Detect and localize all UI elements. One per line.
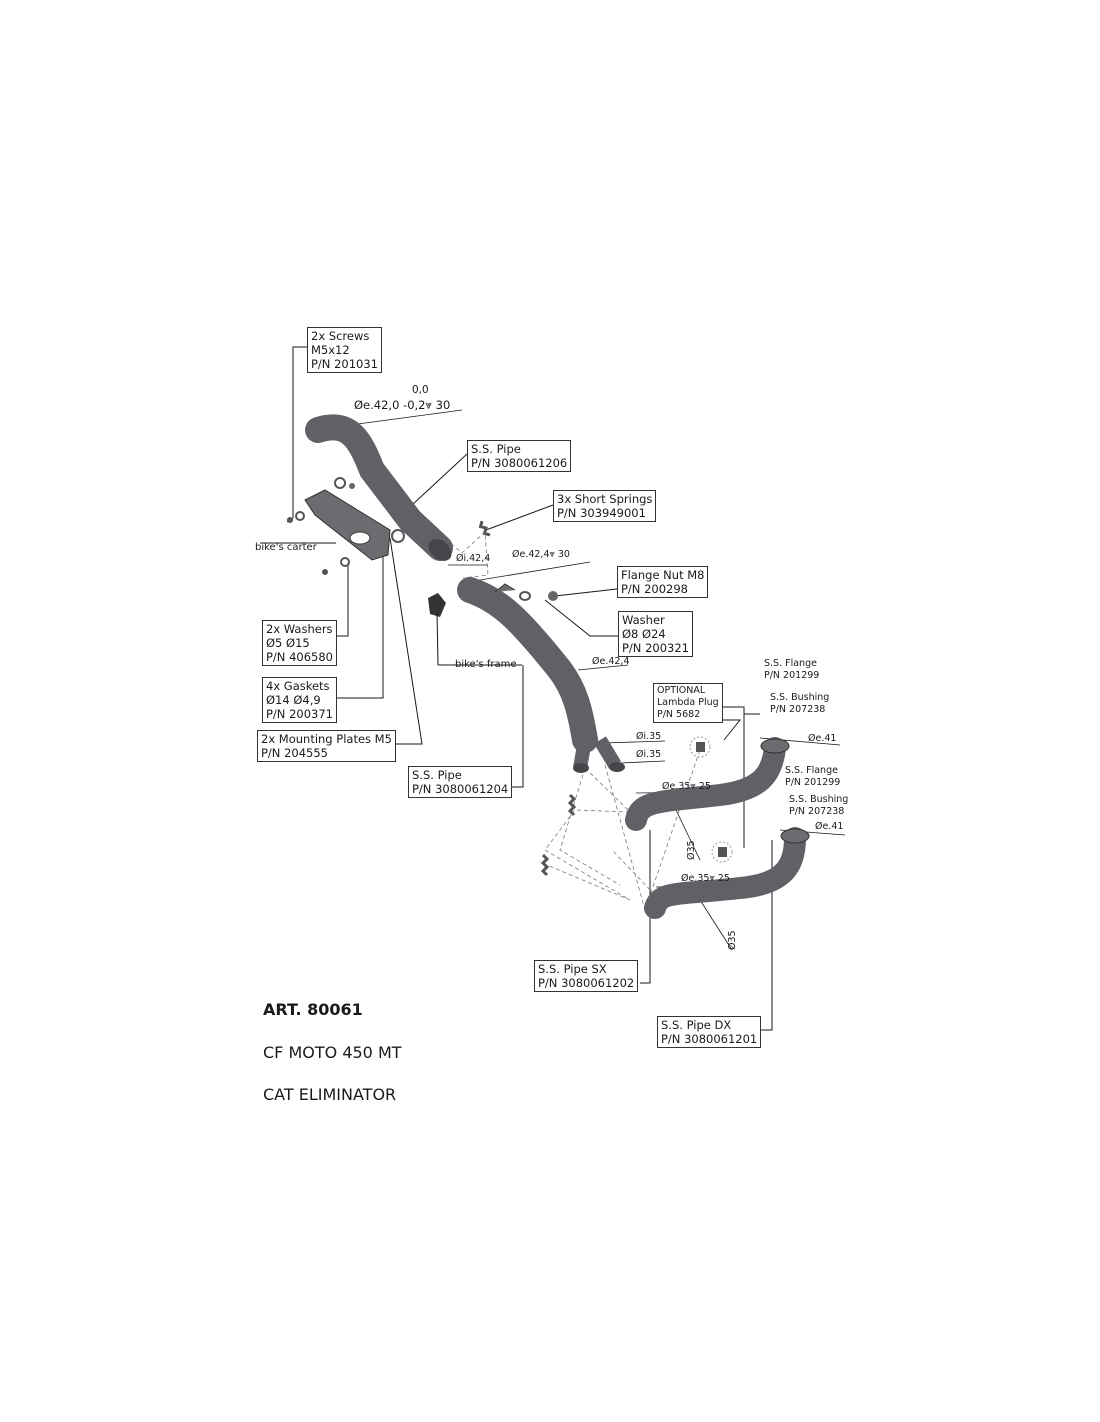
dim-inner-35-a: Øi.35: [636, 731, 662, 742]
callout-pipe-dx: S.S. Pipe DX P/N 3080061201: [657, 1016, 762, 1048]
callout-flange-2: S.S. Flange P/N 201299: [785, 765, 841, 788]
pipe-sx: [625, 737, 790, 831]
dim-outer-top: Øe.42,0 -0,2⩔ 30: [354, 398, 451, 412]
callout-washers: 2x Washers Ø5 Ø15 P/N 406580: [262, 620, 337, 666]
dim-outer-35-b: Øe.35⩔ 25: [681, 873, 730, 884]
dim-inner-35-b: Øi.35: [636, 749, 662, 760]
callout-flange-nut: Flange Nut M8 P/N 200298: [617, 566, 709, 598]
dim-inner-42: Øi.42,4: [456, 553, 491, 564]
callout-bushing-1: S.S. Bushing P/N 207238: [770, 692, 830, 715]
pipe-dx: [644, 827, 810, 919]
dim-outer-41-b: Øe.41: [815, 821, 844, 832]
dim-outer-42: Øe.42,4: [592, 656, 630, 667]
article-number: ART. 80061: [263, 1000, 363, 1019]
model-name: CF MOTO 450 MT: [263, 1043, 402, 1062]
callout-bushing-2: S.S. Bushing P/N 207238: [789, 794, 849, 817]
callout-pipe-sx: S.S. Pipe SX P/N 3080061202: [534, 960, 639, 992]
pipe-3080061204: [457, 577, 625, 773]
dim-tolerance-upper: 0,0: [412, 384, 429, 396]
dim-outer-42-depth: Øe.42,4⩔ 30: [512, 549, 570, 560]
frame-bracket: [428, 593, 446, 666]
dim-outer-41-a: Øe.41: [808, 733, 837, 744]
carter-plate: [287, 477, 405, 575]
callout-springs: 3x Short Springs P/N 303949001: [553, 490, 657, 522]
callout-screws: 2x Screws M5x12 P/N 201031: [307, 327, 382, 373]
springs-lower: [540, 793, 577, 877]
callout-plates: 2x Mounting Plates M5 P/N 204555: [257, 730, 396, 762]
lambda-plugs: [689, 736, 733, 863]
product-name: CAT ELIMINATOR: [263, 1085, 397, 1104]
callout-flange-1: S.S. Flange P/N 201299: [764, 658, 820, 681]
dim-diameter-35-a: Ø35: [686, 840, 697, 860]
dim-diameter-35-b: Ø35: [727, 930, 738, 950]
callout-pipe-top: S.S. Pipe P/N 3080061206: [467, 440, 572, 472]
nut-washer: [519, 591, 558, 601]
pipe-3080061206: [305, 414, 453, 561]
callout-lambda: OPTIONAL Lambda Plug P/N 5682: [653, 683, 723, 723]
callout-gaskets: 4x Gaskets Ø14 Ø4,9 P/N 200371: [262, 677, 337, 723]
callout-pipe-mid: S.S. Pipe P/N 3080061204: [408, 766, 513, 798]
dim-outer-35-a: Øe.35⩔ 25: [662, 781, 711, 792]
label-bikes-carter: bike's carter: [255, 542, 317, 553]
label-bikes-frame: bike's frame: [455, 659, 517, 670]
callout-washer: Washer Ø8 Ø24 P/N 200321: [618, 611, 693, 657]
spring-top: [478, 520, 491, 537]
